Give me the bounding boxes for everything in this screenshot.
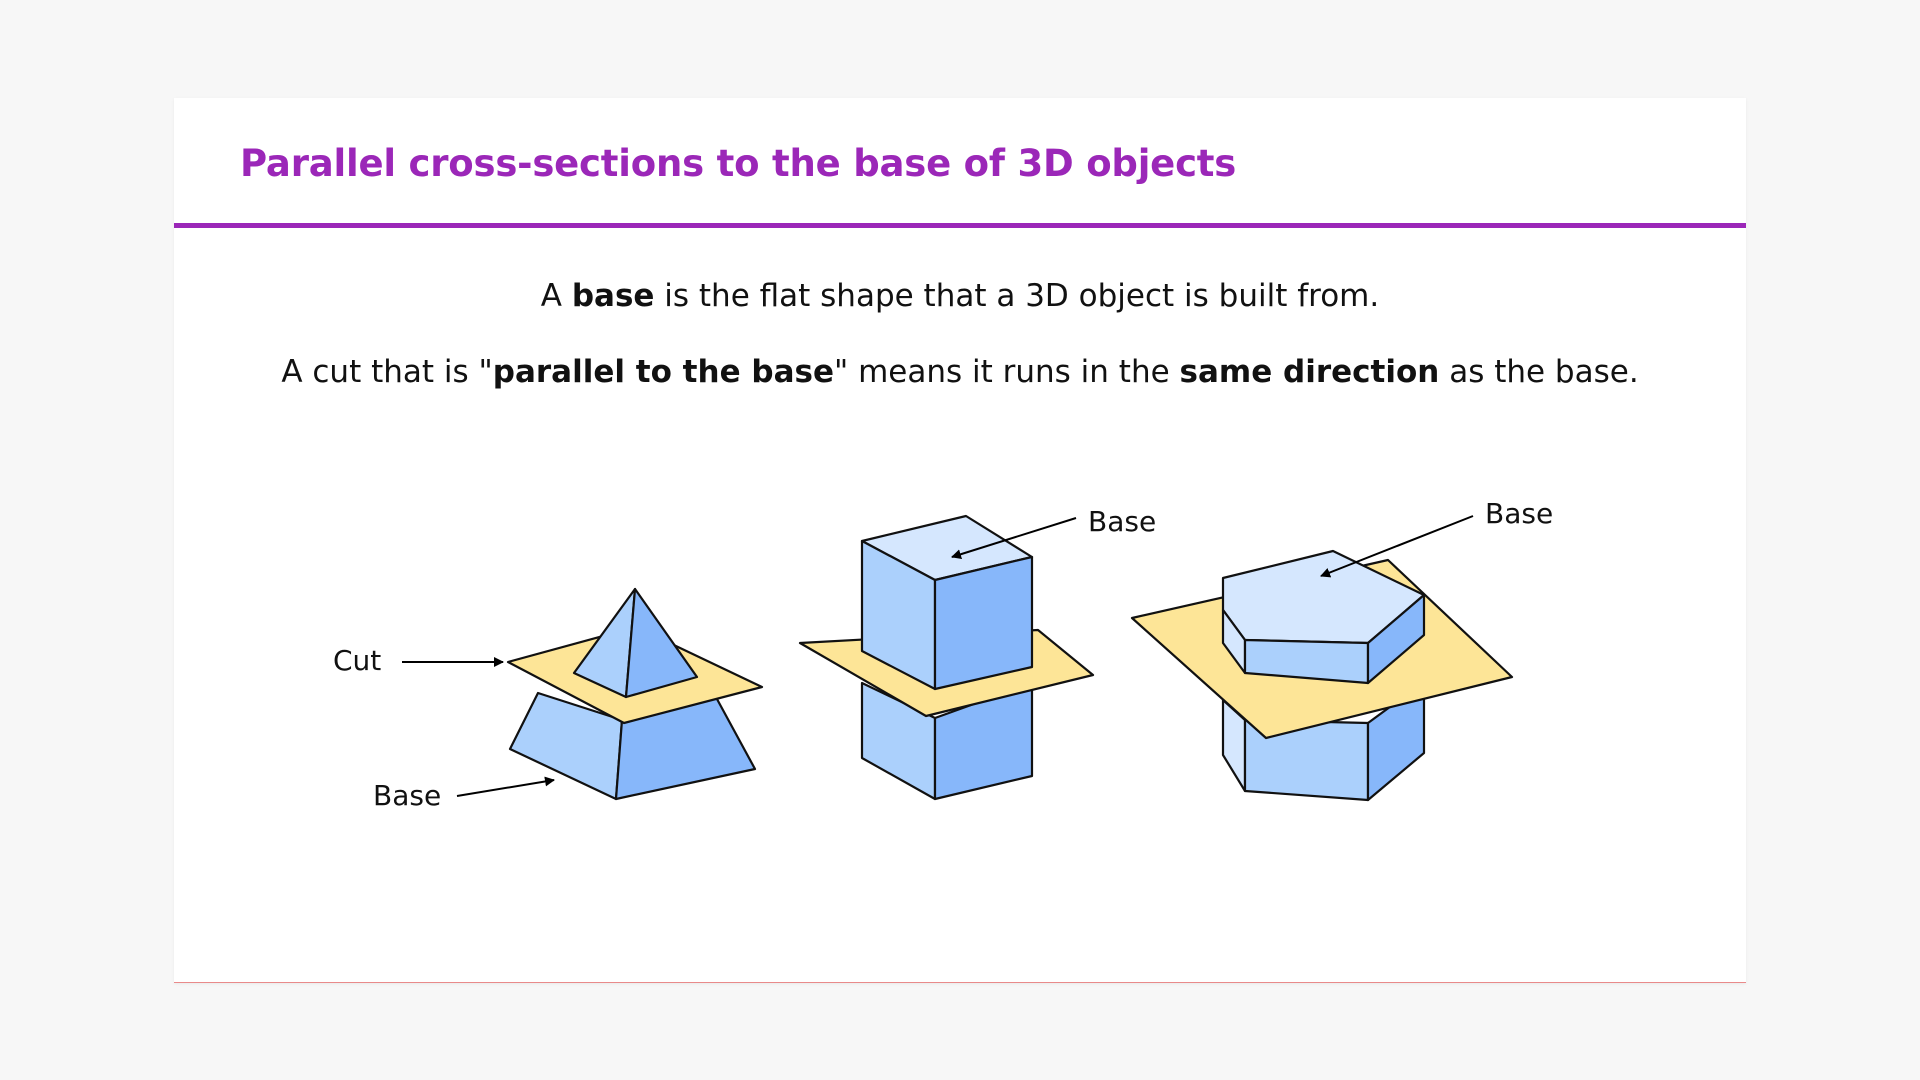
page-title: Parallel cross-sections to the base of 3… (240, 142, 1237, 185)
slide-header: Parallel cross-sections to the base of 3… (174, 98, 1746, 228)
p2-text-d: as the base. (1439, 354, 1639, 390)
p2-bold-direction: same direction (1179, 354, 1440, 390)
p2-bold-parallel: parallel to the base (492, 354, 834, 390)
slide-card: Parallel cross-sections to the base of 3… (174, 98, 1746, 983)
definition-base: A base is the flat shape that a 3D objec… (174, 278, 1746, 314)
p1-text-a: A (540, 278, 572, 314)
p2-text-c: " means it runs in the (833, 354, 1180, 390)
p1-bold-base: base (571, 278, 655, 314)
definition-parallel: A cut that is "parallel to the base" mea… (174, 354, 1746, 390)
p2-text-a: A cut that is " (281, 354, 493, 390)
p1-text-c: is the flat shape that a 3D object is bu… (654, 278, 1380, 314)
